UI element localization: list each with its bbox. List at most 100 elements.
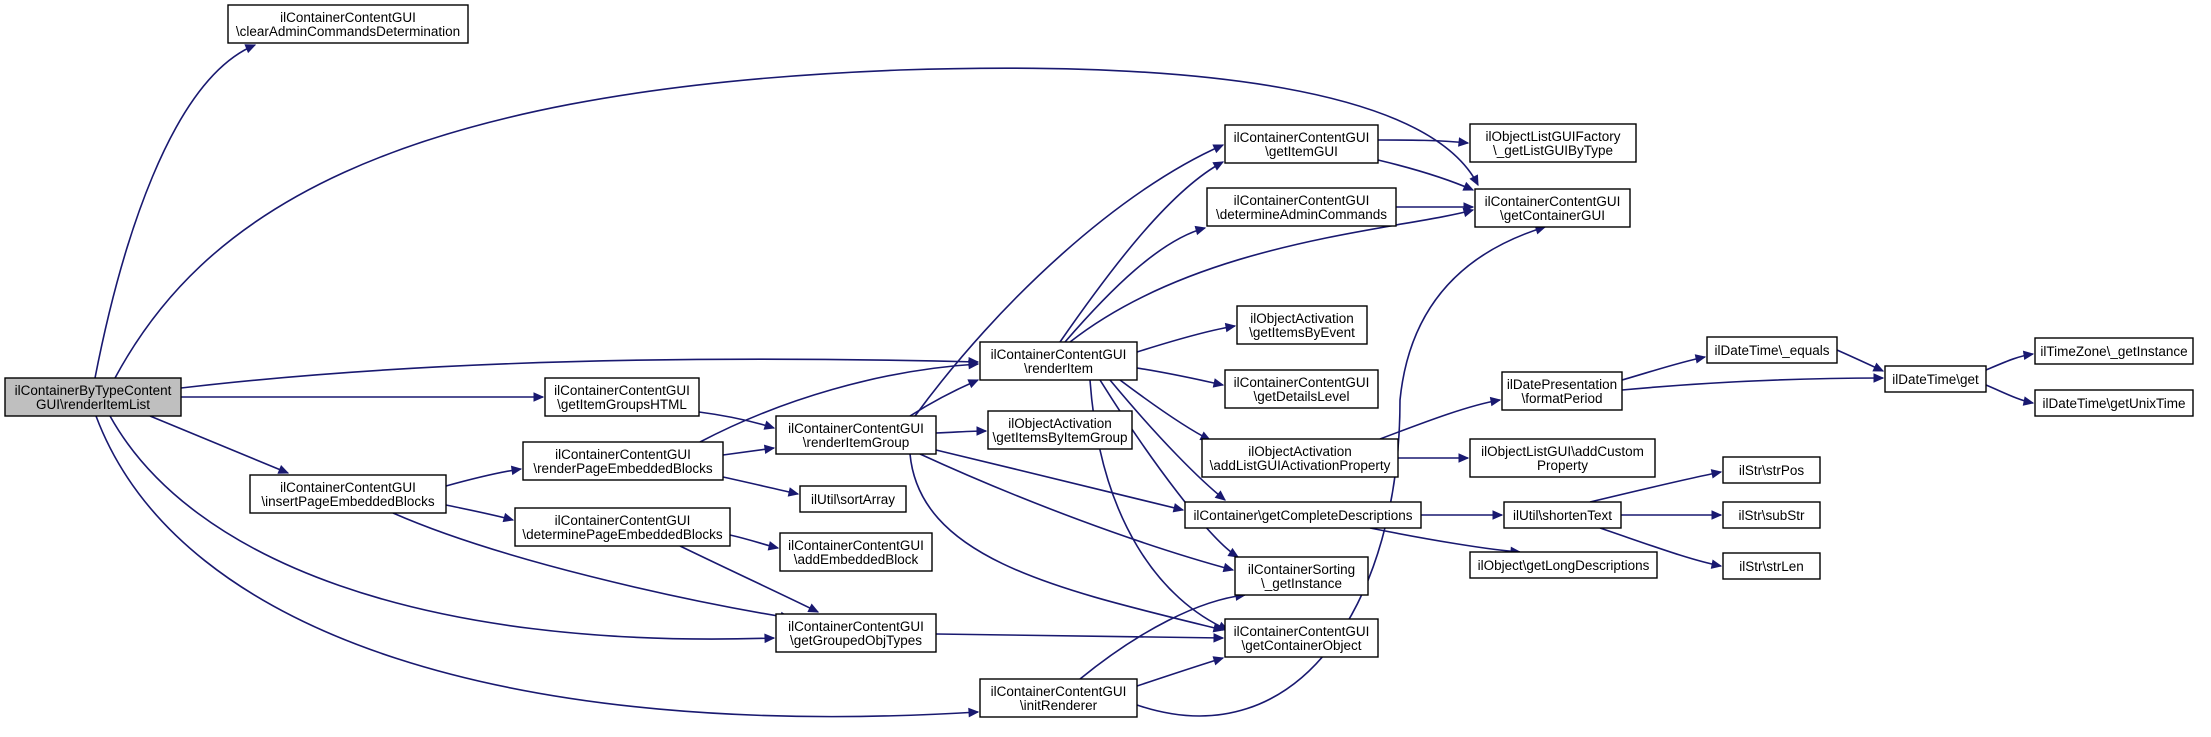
node-renderItemGroup[interactable]: ilContainerContentGUI\renderItemGroup xyxy=(775,415,937,455)
edge-root-to-getContainerGUI xyxy=(114,67,1479,379)
node-label-line: ilStr\subStr xyxy=(1738,508,1805,523)
edge-initRenderer-to-sortingGetInstance xyxy=(1079,591,1247,680)
node-label-line: \insertPageEmbeddedBlocks xyxy=(261,494,435,509)
edge-root-to-getGroupedObjTypes xyxy=(109,415,776,644)
node-box xyxy=(227,4,469,44)
node-label-line: ilObjectListGUIFactory xyxy=(1485,129,1620,144)
edge-shortenText-to-subStr xyxy=(1621,510,1723,520)
node-renderItem[interactable]: ilContainerContentGUI\renderItem xyxy=(979,341,1138,381)
node-strPos[interactable]: ilStr\strPos xyxy=(1722,456,1821,484)
node-box xyxy=(779,532,933,572)
node-box xyxy=(1884,365,1987,393)
edge-renderItemGroup-to-getContainerObject xyxy=(909,453,1225,633)
node-label-line: \getGroupedObjTypes xyxy=(790,633,922,648)
node-label-line: ilTimeZone\_getInstance xyxy=(2040,344,2187,359)
node-label-line: ilDatePresentation xyxy=(1507,377,1617,392)
node-determineAdmin[interactable]: ilContainerContentGUI\determineAdminComm… xyxy=(1206,187,1397,227)
edge-determinePEB-to-addEmbeddedBlock xyxy=(729,534,780,551)
node-box xyxy=(1706,336,1838,364)
node-label-line: \getItemGUI xyxy=(1265,144,1338,159)
node-label-line: ilStr\strPos xyxy=(1739,463,1805,478)
node-label-line: ilContainerContentGUI xyxy=(1234,624,1370,639)
node-label-line: ilStr\strLen xyxy=(1739,559,1804,574)
node-addEmbeddedBlock[interactable]: ilContainerContentGUI\addEmbeddedBlock xyxy=(779,532,933,572)
node-getItemGUI[interactable]: ilContainerContentGUI\getItemGUI xyxy=(1224,124,1379,164)
node-label-line: \renderItem xyxy=(1024,361,1093,376)
node-label-line: ilContainer\getCompleteDescriptions xyxy=(1193,508,1412,523)
node-box xyxy=(979,678,1138,718)
node-getGroupedObjTypes[interactable]: ilContainerContentGUI\getGroupedObjTypes xyxy=(775,613,937,653)
edge-getItemGUI-to-listGUIFactory xyxy=(1377,137,1470,147)
node-box xyxy=(1722,501,1821,529)
node-renderPEB[interactable]: ilContainerContentGUI\renderPageEmbedded… xyxy=(522,441,724,481)
node-label-line: ilContainerContentGUI xyxy=(788,538,924,553)
node-dtGet[interactable]: ilDateTime\get xyxy=(1884,365,1987,393)
edge-shortenText-to-strPos xyxy=(1589,469,1723,503)
node-clearAdmin[interactable]: ilContainerContentGUI\clearAdminCommands… xyxy=(227,4,469,44)
edge-renderItem-to-determineAdmin xyxy=(1064,225,1207,343)
node-box xyxy=(979,341,1138,381)
node-getItemsByEvent[interactable]: ilObjectActivation\getItemsByEvent xyxy=(1236,305,1368,345)
node-box xyxy=(1201,438,1399,478)
node-box xyxy=(1184,501,1422,529)
node-label-line: ilDateTime\getUnixTime xyxy=(2042,396,2185,411)
node-box xyxy=(1503,501,1622,529)
node-label-line: ilContainerContentGUI xyxy=(554,383,690,398)
node-label-line: ilDateTime\_equals xyxy=(1714,343,1829,358)
edge-renderItemGroup-to-getItemsByItemGroup xyxy=(935,426,988,436)
node-getCompleteDesc[interactable]: ilContainer\getCompleteDescriptions xyxy=(1184,501,1422,529)
node-subStr[interactable]: ilStr\subStr xyxy=(1722,501,1821,529)
node-label-line: ilContainerContentGUI xyxy=(788,619,924,634)
edge-addListGUIActivation-to-formatPeriod xyxy=(1379,396,1502,440)
node-tzGetInstance[interactable]: ilTimeZone\_getInstance xyxy=(2034,337,2194,365)
node-determinePEB[interactable]: ilContainerContentGUI\determinePageEmbed… xyxy=(514,507,731,547)
edge-getItemGroupsHTML-to-renderItemGroup xyxy=(698,411,776,430)
node-box xyxy=(1722,552,1821,580)
node-getUnixTime[interactable]: ilDateTime\getUnixTime xyxy=(2034,389,2194,417)
node-getLongDesc[interactable]: ilObject\getLongDescriptions xyxy=(1469,551,1658,579)
node-box xyxy=(1469,438,1656,478)
node-label-line: ilContainerContentGUI xyxy=(991,347,1127,362)
edge-getGroupedObjTypes-to-getContainerObject xyxy=(935,633,1225,643)
node-getItemGroupsHTML[interactable]: ilContainerContentGUI\getItemGroupsHTML xyxy=(544,377,700,417)
node-box xyxy=(1234,556,1369,596)
node-getContainerObject[interactable]: ilContainerContentGUI\getContainerObject xyxy=(1224,618,1379,658)
node-label-line: \clearAdminCommandsDetermination xyxy=(236,24,460,39)
edge-renderItem-to-getCompleteDesc xyxy=(1109,379,1226,501)
node-sortingGetInstance[interactable]: ilContainerSorting\_getInstance xyxy=(1234,556,1369,596)
edge-getItemGUI-to-getContainerGUI xyxy=(1377,159,1475,191)
node-getDetailsLevel[interactable]: ilContainerContentGUI\getDetailsLevel xyxy=(1224,369,1379,409)
node-getItemsByItemGroup[interactable]: ilObjectActivation\getItemsByItemGroup xyxy=(987,410,1133,450)
node-dtEquals[interactable]: ilDateTime\_equals xyxy=(1706,336,1838,364)
node-label-line: ilUtil\sortArray xyxy=(811,492,895,507)
node-listGUIFactory[interactable]: ilObjectListGUIFactory\_getListGUIByType xyxy=(1469,123,1637,163)
node-label-line: \renderPageEmbeddedBlocks xyxy=(533,461,713,476)
node-label-line: ilContainerContentGUI xyxy=(1234,375,1370,390)
node-label-line: ilObject\getLongDescriptions xyxy=(1478,558,1650,573)
node-initRenderer[interactable]: ilContainerContentGUI\initRenderer xyxy=(979,678,1138,718)
node-addListGUIActivation[interactable]: ilObjectActivation\addListGUIActivationP… xyxy=(1201,438,1399,478)
edge-renderItem-to-sortingGetInstance xyxy=(1099,379,1240,558)
node-formatPeriod[interactable]: ilDatePresentation\formatPeriod xyxy=(1501,371,1623,411)
node-box xyxy=(1224,124,1379,164)
node-box xyxy=(799,485,907,513)
edge-layer xyxy=(94,44,2035,718)
node-box xyxy=(2034,337,2194,365)
node-getContainerGUI[interactable]: ilContainerContentGUI\getContainerGUI xyxy=(1474,188,1631,228)
edge-renderPEB-to-renderItem xyxy=(699,359,980,443)
node-box xyxy=(1501,371,1623,411)
node-sortArray[interactable]: ilUtil\sortArray xyxy=(799,485,907,513)
node-box xyxy=(1224,618,1379,658)
node-label-line: ilContainerContentGUI xyxy=(1234,193,1370,208)
edge-root-to-getItemGroupsHTML xyxy=(181,392,545,402)
edge-root-to-insertPEB xyxy=(149,415,290,474)
node-strLen[interactable]: ilStr\strLen xyxy=(1722,552,1821,580)
node-label-line: \_getListGUIByType xyxy=(1493,143,1613,158)
node-root[interactable]: ilContainerByTypeContentGUI\renderItemLi… xyxy=(4,377,182,417)
node-box xyxy=(775,613,937,653)
node-shortenText[interactable]: ilUtil\shortenText xyxy=(1503,501,1622,529)
node-insertPEB[interactable]: ilContainerContentGUI\insertPageEmbedded… xyxy=(249,474,447,514)
edge-renderPEB-to-sortArray xyxy=(722,476,800,497)
edge-renderItemGroup-to-getCompleteDesc xyxy=(935,449,1185,513)
